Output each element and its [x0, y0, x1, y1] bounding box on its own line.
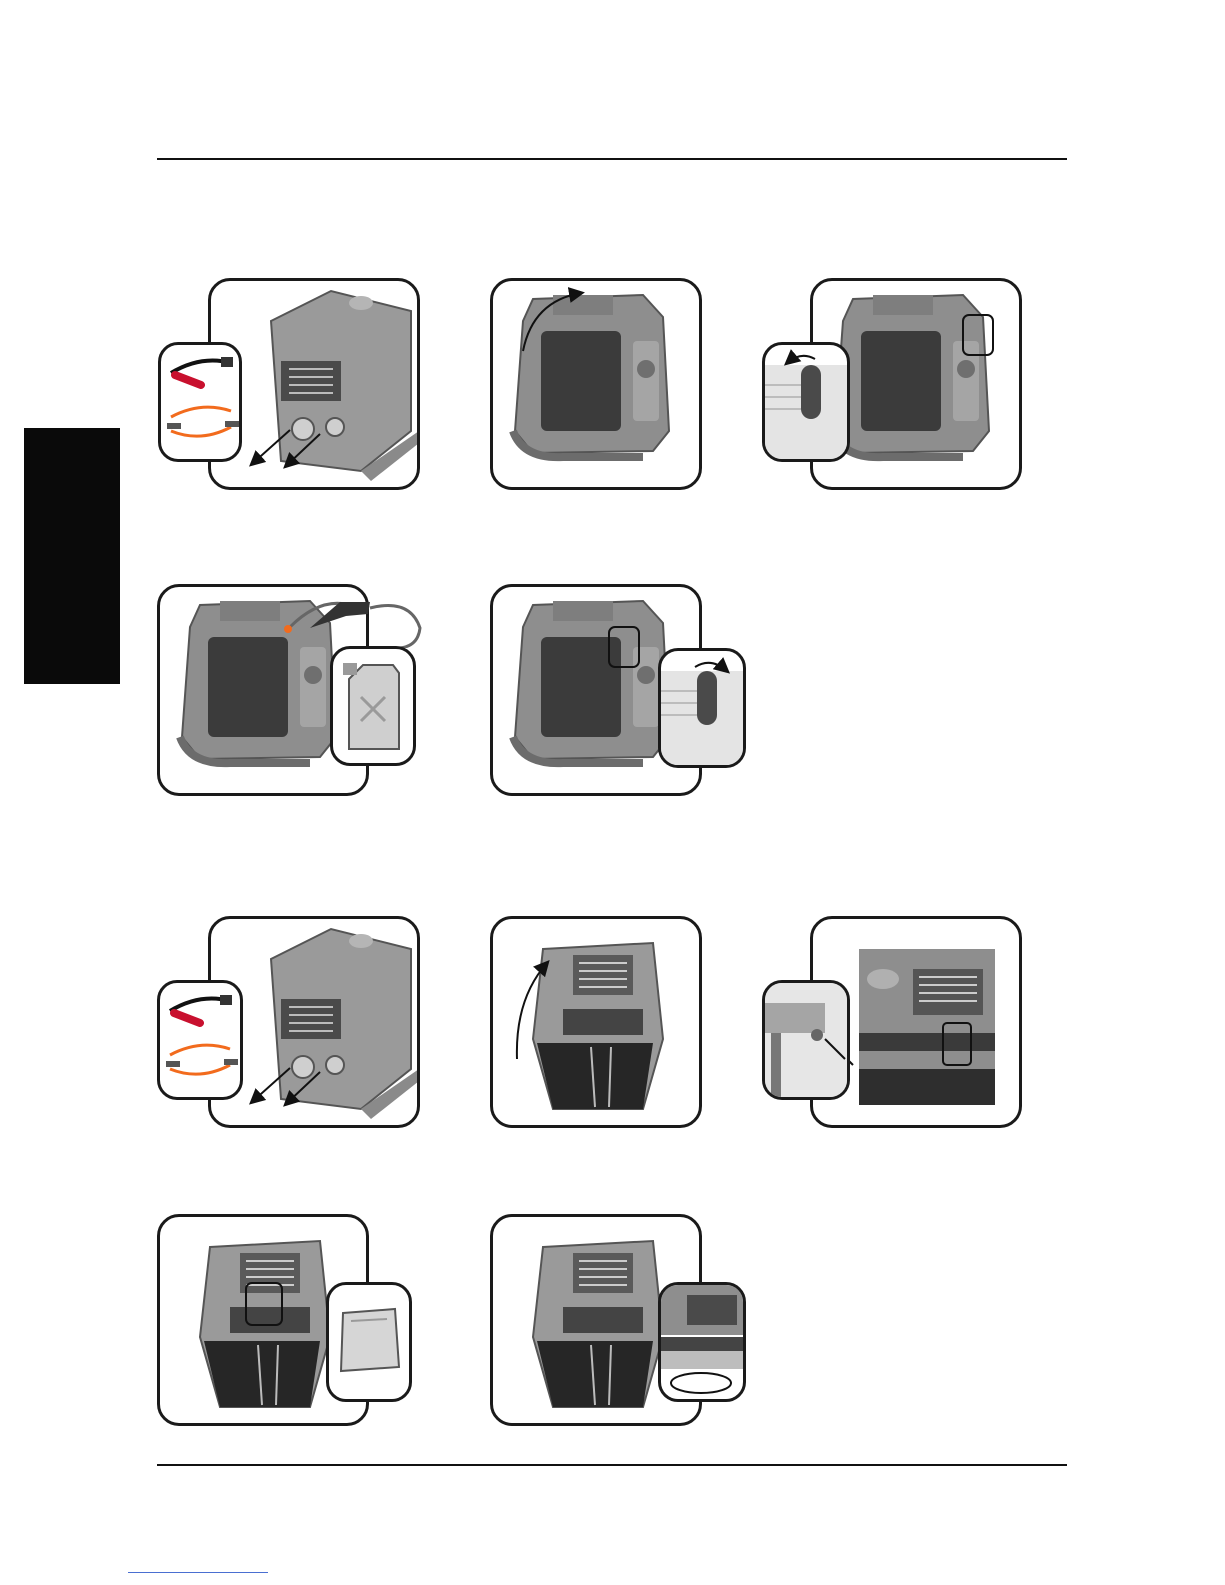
section-side-tab	[24, 428, 120, 684]
inset-latch-detail	[762, 980, 850, 1100]
footer-link-underline	[128, 1572, 268, 1573]
cables-icon	[160, 983, 240, 1097]
figure-tilt-machine-back	[490, 916, 702, 1128]
filter-icon	[661, 1285, 743, 1399]
cables-icon	[161, 345, 239, 459]
footer-rule	[157, 1464, 1067, 1466]
filler-cap-icon	[765, 345, 847, 459]
tilt-machine-back-icon	[493, 919, 699, 1125]
figure-tilt-machine	[490, 278, 702, 490]
tilt-machine-icon	[493, 281, 699, 487]
inset-filler-cap-open	[762, 342, 850, 462]
filler-cap-icon	[661, 651, 743, 765]
header-rule	[157, 158, 1067, 160]
inset-fuel-can	[330, 646, 416, 766]
fuel-can-icon	[333, 649, 413, 763]
inset-cables-2	[157, 980, 243, 1100]
cover-panel-icon	[329, 1285, 409, 1399]
disconnect-arrows	[240, 420, 350, 480]
disconnect-arrows	[240, 1058, 350, 1118]
inset-cover-panel	[326, 1282, 412, 1402]
inset-filler-cap-closed	[658, 648, 746, 768]
fuel-nozzle-icon	[300, 588, 430, 648]
latch-icon	[765, 983, 847, 1097]
inset-filter-detail	[658, 1282, 746, 1402]
inset-cables	[158, 342, 242, 462]
